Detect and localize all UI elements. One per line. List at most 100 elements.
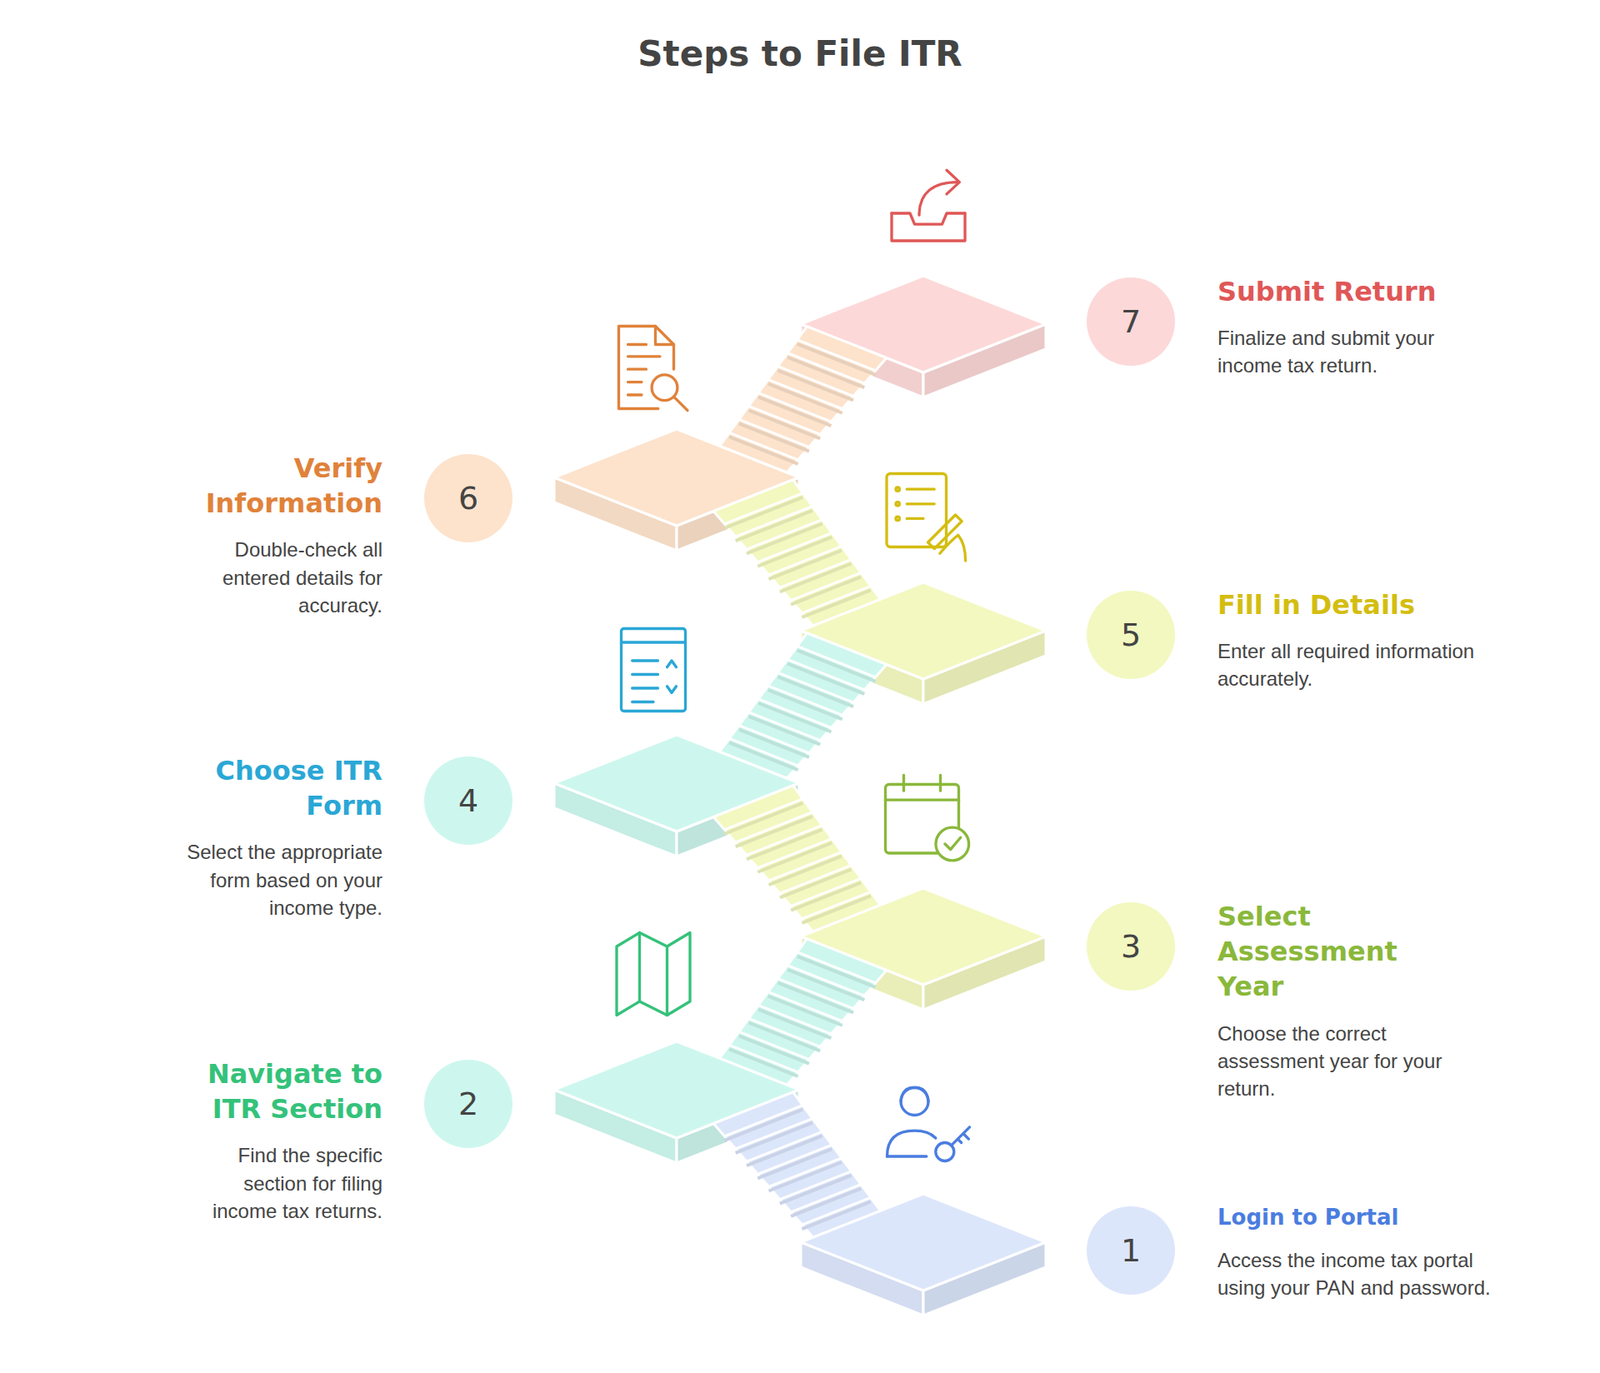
stair-riser bbox=[790, 1189, 861, 1217]
step-heading: Submit Return bbox=[1217, 274, 1493, 310]
staircase-illustration-part bbox=[674, 396, 689, 411]
staircase-illustration-part bbox=[616, 933, 690, 1016]
calendar-icon bbox=[885, 775, 970, 861]
stair-riser bbox=[780, 564, 852, 593]
stair-edge bbox=[790, 572, 861, 600]
platform-top bbox=[800, 1194, 1046, 1291]
stair-riser bbox=[797, 344, 876, 375]
step-text: Fill in DetailsEnter all required inform… bbox=[1217, 587, 1493, 693]
stair-riser bbox=[787, 970, 865, 1000]
step-text: Login to PortalAccess the income tax por… bbox=[1217, 1203, 1493, 1303]
stair-riser bbox=[768, 996, 843, 1026]
staircase-illustration-part bbox=[640, 933, 668, 1016]
step-number: 4 bbox=[424, 756, 513, 845]
staircase-illustration-part bbox=[946, 170, 960, 195]
step-number: 1 bbox=[1086, 1206, 1175, 1295]
staircase-illustration-part bbox=[621, 629, 686, 712]
stair-riser bbox=[787, 664, 865, 695]
stair-edge bbox=[739, 419, 810, 447]
staircase-illustration-part bbox=[951, 1127, 970, 1146]
stair-riser bbox=[758, 1010, 831, 1039]
stair-flight bbox=[719, 326, 886, 473]
stair-band bbox=[713, 785, 880, 932]
stair-riser bbox=[757, 1149, 832, 1179]
stair-band bbox=[719, 633, 886, 779]
staircase-illustration-part bbox=[655, 326, 675, 345]
step-text: Submit ReturnFinalize and submit your in… bbox=[1217, 274, 1493, 380]
staircase-illustration-part bbox=[935, 827, 970, 861]
step-number: 3 bbox=[1086, 902, 1175, 991]
step-description: Enter all required information accuratel… bbox=[1217, 637, 1493, 693]
stair-flight bbox=[713, 1092, 880, 1238]
step-circle: 2Navigate to ITR SectionFind the specifi… bbox=[424, 1060, 513, 1149]
step-circle: 5Fill in DetailsEnter all required infor… bbox=[1086, 590, 1175, 680]
step-circle: 4Choose ITR FormSelect the appropriate f… bbox=[424, 756, 513, 845]
stair-riser bbox=[790, 576, 861, 605]
staircase bbox=[554, 275, 1046, 1316]
fill-icon bbox=[886, 474, 966, 562]
step-heading: Navigate to ITR Section bbox=[174, 1056, 383, 1127]
step-text: Navigate to ITR SectionFind the specific… bbox=[174, 1056, 383, 1225]
stair-band bbox=[719, 326, 886, 473]
stair-edge bbox=[790, 878, 861, 906]
stair-riser bbox=[724, 1110, 803, 1141]
stair-riser bbox=[757, 843, 832, 873]
stair-riser bbox=[739, 423, 810, 451]
step-circle: 3Select Assessment YearChoose the correc… bbox=[1086, 902, 1175, 991]
step-heading: Fill in Details bbox=[1217, 587, 1493, 623]
staircase-illustration-part bbox=[906, 489, 935, 519]
step-description: Access the income tax portal using your … bbox=[1217, 1246, 1493, 1302]
step-description: Finalize and submit your income tax retu… bbox=[1217, 324, 1493, 380]
step-description: Find the specific section for filing inc… bbox=[174, 1141, 383, 1225]
stair-riser bbox=[748, 1023, 820, 1052]
staircase-illustration-part bbox=[667, 660, 677, 694]
stair-riser bbox=[780, 870, 852, 899]
stair-riser bbox=[746, 1135, 823, 1166]
stair-riser bbox=[790, 882, 861, 910]
step-number: 6 bbox=[424, 454, 513, 543]
stair-riser bbox=[735, 510, 813, 541]
stair-flight bbox=[713, 480, 880, 626]
staircase-illustration-part bbox=[900, 1087, 929, 1102]
stair-riser bbox=[758, 397, 831, 426]
step-text: Choose ITR FormSelect the appropriate fo… bbox=[174, 753, 383, 922]
stair-flight bbox=[719, 939, 886, 1085]
map-icon bbox=[616, 933, 690, 1016]
stair-riser bbox=[780, 1175, 852, 1205]
step-platform bbox=[800, 1194, 1046, 1316]
stair-riser bbox=[735, 816, 813, 847]
step-circle: 7Submit ReturnFinalize and submit your i… bbox=[1086, 277, 1175, 366]
login-icon bbox=[887, 1087, 970, 1161]
stair-riser bbox=[797, 956, 876, 988]
step-circle: 6Verify InformationDouble-check all ente… bbox=[424, 454, 513, 543]
stair-riser bbox=[769, 1162, 842, 1191]
diagram-title: Steps to File ITR bbox=[0, 33, 1600, 75]
staircase-illustration-part bbox=[904, 775, 941, 792]
staircase-illustration-part bbox=[891, 213, 965, 225]
stair-riser bbox=[777, 370, 854, 401]
staircase-illustration-part bbox=[940, 535, 966, 561]
stair-riser bbox=[735, 1123, 813, 1154]
staircase-illustration-part bbox=[895, 516, 900, 520]
stair-riser bbox=[768, 690, 843, 720]
staircase-illustration-part bbox=[887, 1130, 936, 1157]
stair-riser bbox=[739, 730, 810, 758]
stair-riser bbox=[724, 497, 803, 529]
stair-riser bbox=[748, 410, 820, 440]
stair-band bbox=[719, 939, 886, 1085]
stair-edge bbox=[790, 1185, 861, 1213]
staircase-illustration-part bbox=[619, 326, 675, 410]
stair-riser bbox=[758, 703, 831, 732]
step-description: Double-check all entered details for acc… bbox=[174, 535, 383, 619]
form-icon bbox=[621, 629, 686, 712]
staircase-illustration-part bbox=[885, 799, 960, 802]
stair-flight bbox=[713, 785, 880, 932]
staircase-illustration-part bbox=[891, 213, 965, 241]
stair-riser bbox=[797, 650, 876, 682]
staircase-illustration-part bbox=[628, 345, 661, 396]
stair-riser bbox=[769, 856, 842, 885]
submit-icon bbox=[891, 170, 965, 241]
staircase-illustration-part bbox=[945, 837, 961, 850]
